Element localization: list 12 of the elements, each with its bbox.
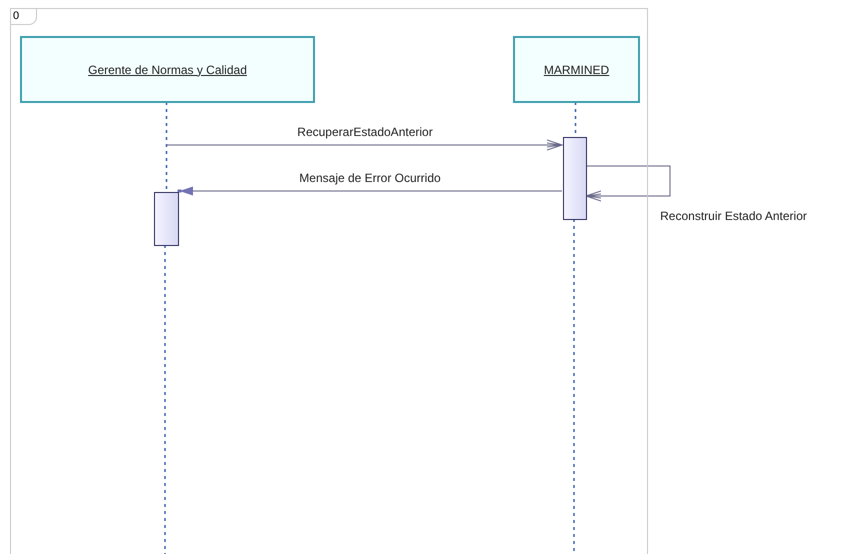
lifeline [166,102,168,191]
frame-label: 0 [11,9,37,25]
participant-name: MARMINED [544,62,610,78]
lifeline-head [513,36,640,103]
activation-bar [563,137,587,220]
lifeline [574,102,576,136]
frame [10,8,648,554]
participant-name: Gerente de Normas y Calidad [88,62,247,78]
activation-bar [154,192,179,246]
edge-label: RecuperarEstadoAnterior [296,125,434,140]
lifeline-head [20,36,315,103]
edge-label: Mensaje de Error Ocurrido [298,171,442,186]
